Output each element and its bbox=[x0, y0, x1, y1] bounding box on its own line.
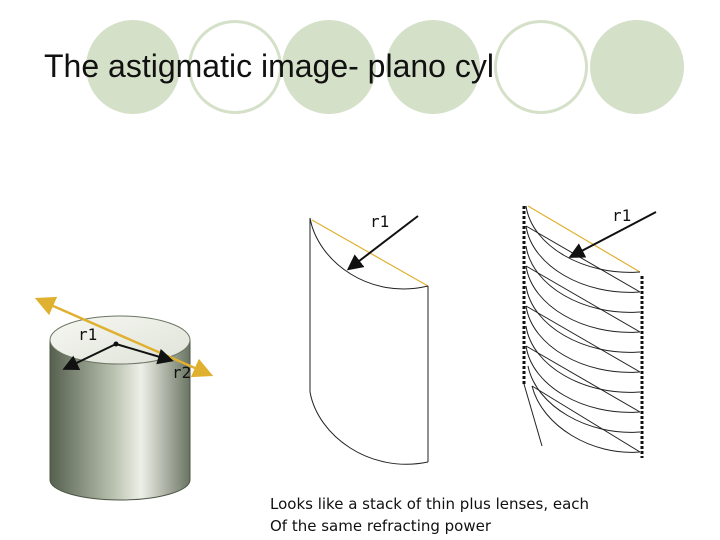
stack-slice-curve bbox=[527, 365, 641, 433]
lens-r1-label: r1 bbox=[370, 212, 389, 231]
cylinder-r2-label: r2 bbox=[172, 363, 191, 382]
caption-line-2: Of the same refracting power bbox=[270, 517, 492, 535]
stack-slice-chord bbox=[525, 265, 641, 333]
slide-title: The astigmatic image- plano cyl bbox=[44, 48, 494, 84]
stack-slice-curve bbox=[525, 265, 641, 333]
decor-circle bbox=[282, 20, 376, 114]
stack-r1-label: r1 bbox=[612, 206, 631, 225]
stack-slice-chord bbox=[525, 225, 641, 293]
stack-slice-curve bbox=[525, 345, 641, 413]
stack-slice-curve bbox=[525, 325, 641, 393]
stack-slice-chord bbox=[525, 345, 641, 413]
decor-circle-outline bbox=[494, 20, 588, 114]
cylinder-center-dot bbox=[113, 341, 119, 347]
caption-line-1: Looks like a stack of thin plus lenses, … bbox=[270, 495, 590, 513]
cylinder-body bbox=[49, 339, 191, 501]
cylinder-r2-arrow bbox=[115, 343, 174, 365]
stack-slice-chord bbox=[531, 385, 641, 453]
cylinder-axis-line bbox=[34, 296, 214, 378]
stack-slice-curve bbox=[525, 225, 641, 293]
decor-circle-outline bbox=[188, 20, 282, 114]
plano-cyl-lens: r1 bbox=[309, 212, 429, 465]
lens-bottom-curve bbox=[309, 391, 429, 465]
stack-left-edge-lower bbox=[523, 383, 543, 447]
stack-r1-arrow bbox=[568, 211, 657, 258]
lens-top-curve bbox=[309, 217, 429, 290]
lens-r1-arrow bbox=[346, 215, 419, 271]
cylinder-r1-label: r1 bbox=[78, 325, 97, 344]
stack-slice-curve bbox=[525, 305, 641, 373]
caption: Looks like a stack of thin plus lenses, … bbox=[270, 493, 589, 537]
stack-slice-chord bbox=[525, 305, 641, 373]
thin-lens-stack: r1 bbox=[522, 205, 657, 458]
decor-circle bbox=[590, 20, 684, 114]
cylinder-r1-arrow bbox=[62, 343, 117, 371]
decor-circle bbox=[386, 20, 480, 114]
stack-slice-curve bbox=[525, 205, 641, 273]
decor-circle bbox=[86, 20, 180, 114]
stack-slice-curve bbox=[525, 285, 641, 353]
cylinder-figure: r1 r2 bbox=[34, 296, 214, 501]
stack-slice-curve bbox=[525, 245, 641, 313]
stack-yellow-line bbox=[527, 205, 641, 273]
stack-slice-curve bbox=[531, 385, 641, 453]
